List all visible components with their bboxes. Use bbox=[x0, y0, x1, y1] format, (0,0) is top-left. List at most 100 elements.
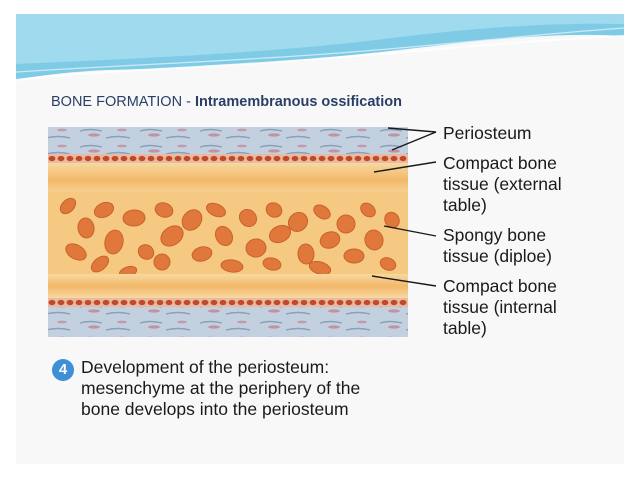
compact-bone-external bbox=[48, 163, 408, 197]
marrow-space bbox=[245, 238, 267, 258]
periosteum-bottom-layer bbox=[48, 307, 408, 337]
osteoblast-cell bbox=[246, 299, 254, 306]
osteoblast-cell bbox=[75, 155, 83, 162]
osteoblast-cell bbox=[282, 299, 290, 306]
marrow-space bbox=[191, 246, 213, 262]
osteoblast-cell bbox=[282, 155, 290, 162]
osteoblast-cell bbox=[174, 299, 182, 306]
osteoblast-cell bbox=[327, 155, 335, 162]
marrow-space bbox=[336, 214, 356, 234]
marrow-space bbox=[343, 248, 365, 264]
osteoblast-cell bbox=[156, 299, 164, 306]
leader-lines bbox=[371, 127, 437, 287]
osteoblast-row-bottom bbox=[48, 298, 408, 307]
osteoblast-cell bbox=[390, 155, 398, 162]
osteoblast-cell bbox=[102, 155, 110, 162]
osteoblast-cell bbox=[300, 155, 308, 162]
osteoblast-cell bbox=[192, 299, 200, 306]
osteoblast-cell bbox=[291, 299, 299, 306]
marrow-space bbox=[90, 255, 110, 273]
step-caption: Development of the periosteum: mesenchym… bbox=[81, 357, 361, 419]
marrow-space bbox=[268, 224, 292, 244]
osteoblast-cell bbox=[336, 155, 344, 162]
osteoblast-cell bbox=[201, 155, 209, 162]
osteoblast-cell bbox=[156, 155, 164, 162]
marrow-space bbox=[319, 231, 341, 249]
osteoblast-cell bbox=[138, 155, 146, 162]
marrow-space bbox=[384, 211, 400, 229]
osteoblast-cell bbox=[372, 299, 380, 306]
osteoblast-cell bbox=[192, 155, 200, 162]
marrow-space bbox=[265, 202, 283, 218]
osteoblast-cell bbox=[147, 299, 155, 306]
osteoblast-cell bbox=[210, 155, 218, 162]
osteoblast-cell bbox=[48, 299, 56, 306]
osteoblast-cell bbox=[345, 155, 353, 162]
osteoblast-cell bbox=[246, 155, 254, 162]
osteoblast-cells bbox=[48, 155, 407, 306]
bone-cross-section-diagram bbox=[48, 127, 437, 337]
osteoblast-cell bbox=[309, 299, 317, 306]
osteoblast-cell bbox=[273, 299, 281, 306]
osteoblast-cell bbox=[345, 299, 353, 306]
osteoblast-cell bbox=[264, 299, 272, 306]
osteoblast-cell bbox=[354, 299, 362, 306]
marrow-space bbox=[65, 243, 87, 261]
marrow-space bbox=[160, 225, 184, 247]
label-periosteum: Periosteum bbox=[443, 123, 532, 143]
osteoblast-cell bbox=[300, 299, 308, 306]
osteoblast-cell bbox=[318, 299, 326, 306]
title-prefix: BONE FORMATION - bbox=[51, 94, 195, 110]
osteoblast-cell bbox=[390, 299, 398, 306]
osteoblast-cell bbox=[228, 299, 236, 306]
osteoblast-cell bbox=[237, 299, 245, 306]
osteoblast-cell bbox=[183, 299, 191, 306]
osteoblast-cell bbox=[219, 299, 227, 306]
marrow-spaces bbox=[59, 197, 400, 279]
marrow-space bbox=[313, 204, 331, 220]
marrow-space bbox=[308, 260, 332, 276]
osteoblast-cell bbox=[255, 155, 263, 162]
osteoblast-cell bbox=[291, 155, 299, 162]
osteoblast-cell bbox=[336, 299, 344, 306]
osteoblast-cell bbox=[237, 155, 245, 162]
osteoblast-cell bbox=[327, 299, 335, 306]
osteoblast-cell bbox=[318, 155, 326, 162]
marrow-space bbox=[122, 209, 146, 227]
osteoblast-cell bbox=[84, 155, 92, 162]
marrow-space bbox=[360, 202, 376, 218]
osteoblast-cell bbox=[57, 155, 65, 162]
osteoblast-cell bbox=[381, 299, 389, 306]
marrow-space bbox=[137, 244, 155, 260]
marrow-space bbox=[59, 197, 77, 215]
label-compact-external: Compact bone tissue (external table) bbox=[443, 153, 562, 215]
osteoblast-cell bbox=[399, 299, 407, 306]
osteoblast-cell bbox=[165, 299, 173, 306]
marrow-space bbox=[154, 202, 174, 218]
marrow-space bbox=[220, 259, 244, 273]
marrow-space bbox=[287, 212, 309, 232]
osteoblast-cell bbox=[174, 155, 182, 162]
osteoblast-cell bbox=[93, 155, 101, 162]
osteoblast-cell bbox=[111, 155, 119, 162]
marrow-space bbox=[181, 209, 203, 231]
osteoblast-cell bbox=[354, 155, 362, 162]
marrow-space bbox=[262, 257, 282, 271]
osteoblast-cell bbox=[111, 299, 119, 306]
osteoblast-cell bbox=[84, 299, 92, 306]
periosteum-top-layer bbox=[48, 127, 408, 154]
osteoblast-cell bbox=[399, 155, 407, 162]
compact-bone-internal bbox=[48, 274, 408, 298]
osteoblast-cell bbox=[147, 155, 155, 162]
osteoblast-cell bbox=[66, 299, 74, 306]
marrow-space bbox=[297, 243, 315, 265]
osteoblast-cell bbox=[57, 299, 65, 306]
marrow-space bbox=[104, 229, 124, 255]
osteoblast-cell bbox=[273, 155, 281, 162]
osteoblast-cell bbox=[228, 155, 236, 162]
osteoblast-cell bbox=[66, 155, 74, 162]
osteoblast-cell bbox=[183, 155, 191, 162]
label-spongy-bone: Spongy bone tissue (diploe) bbox=[443, 225, 552, 266]
osteoblast-cell bbox=[309, 155, 317, 162]
marrow-space bbox=[153, 253, 171, 271]
